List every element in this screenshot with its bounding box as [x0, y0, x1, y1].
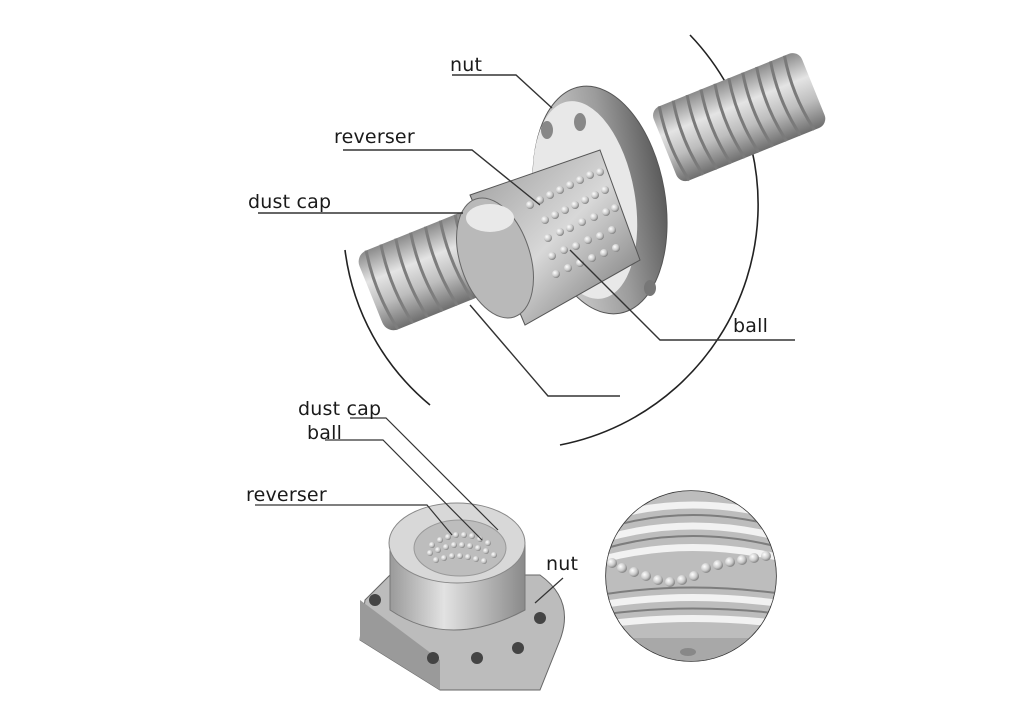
label-dust-cap: dust cap	[248, 191, 332, 213]
label-dust-cap-flange: dust cap	[298, 398, 382, 420]
label-ball-flange: ball	[307, 422, 343, 444]
label-reverser: reverser	[334, 126, 415, 148]
label-reverser-flange: reverser	[246, 484, 327, 506]
label-nut: nut	[450, 54, 483, 76]
leader-lines-main	[258, 74, 795, 397]
label-ball: ball	[733, 315, 769, 337]
flange-nut-view	[359, 502, 565, 691]
label-nut-flange: nut	[546, 553, 579, 575]
ball-screw-main	[358, 53, 826, 331]
detail-inset	[605, 490, 777, 662]
leader-lines-flange	[255, 417, 564, 604]
